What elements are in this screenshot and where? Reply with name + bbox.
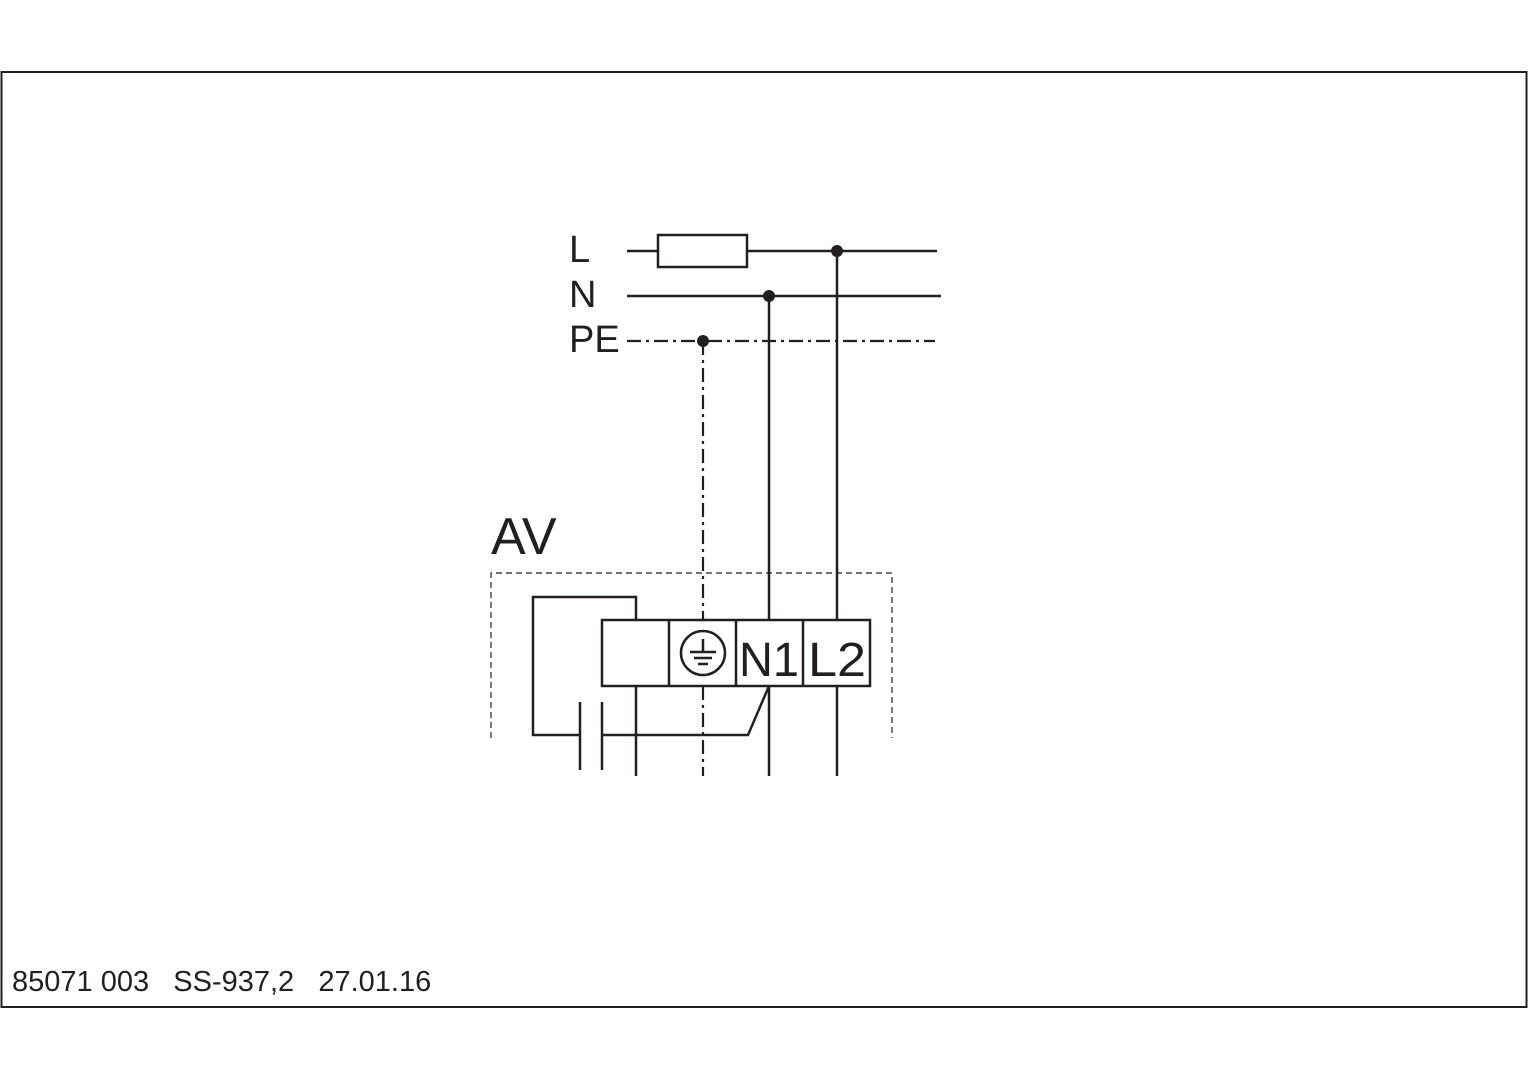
device-label: AV (491, 508, 557, 566)
device-enclosure (490, 572, 893, 738)
fuse-symbol (656, 233, 749, 269)
drawing-frame (0, 71, 1528, 1008)
line-label-pe: PE (569, 319, 620, 361)
terminal-label-l2: L2 (808, 634, 866, 687)
line-label-n: N (569, 274, 596, 316)
terminal-block (600, 618, 872, 688)
terminal-label-n1: N1 (739, 634, 799, 687)
line-label-l: L (569, 229, 590, 271)
footer-reference: 85071 003 SS-937,2 27.01.16 (12, 966, 431, 998)
protective-earth-icon (679, 629, 727, 677)
internal-wiring (531, 595, 839, 776)
